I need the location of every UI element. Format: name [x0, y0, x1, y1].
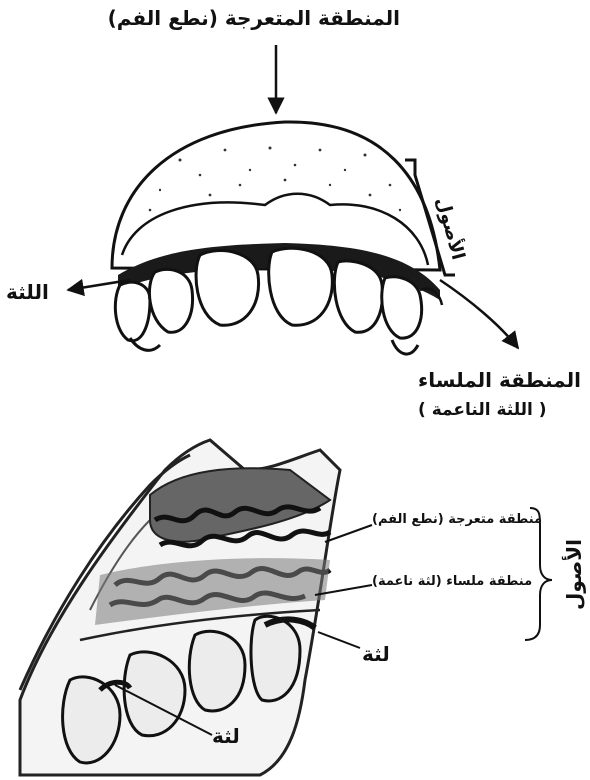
tooth — [149, 269, 192, 332]
top-smooth-sublabel: ( اللثة الناعمة ) — [418, 400, 547, 420]
smooth-arrow — [440, 280, 518, 348]
tooth — [189, 631, 245, 711]
rugae-pointer — [325, 525, 372, 542]
upper-jaw-illustration — [112, 122, 442, 354]
tooth — [196, 251, 259, 326]
gum-right-pointer — [318, 632, 360, 648]
tooth — [334, 261, 382, 332]
top-rugae-label: المنطقة المتعرجة (نطع الفم) — [160, 6, 400, 30]
bottom-smooth-label: منطقة ملساء (لثة ناعمة) — [372, 574, 532, 589]
top-smooth-label: المنطقة الملساء — [418, 368, 581, 392]
side-view-illustration — [20, 440, 340, 775]
top-gum-label: اللثة — [6, 280, 49, 304]
tooth — [269, 248, 333, 325]
tooth — [115, 282, 150, 340]
bottom-gum-right-label: لثة — [362, 642, 390, 666]
bottom-roots-label: الأصول — [562, 539, 586, 610]
bottom-gum-bottom-label: لثة — [212, 724, 240, 748]
tooth — [382, 277, 422, 338]
bottom-rugae-label: منطقة متعرجة (نطع الفم) — [372, 512, 542, 527]
